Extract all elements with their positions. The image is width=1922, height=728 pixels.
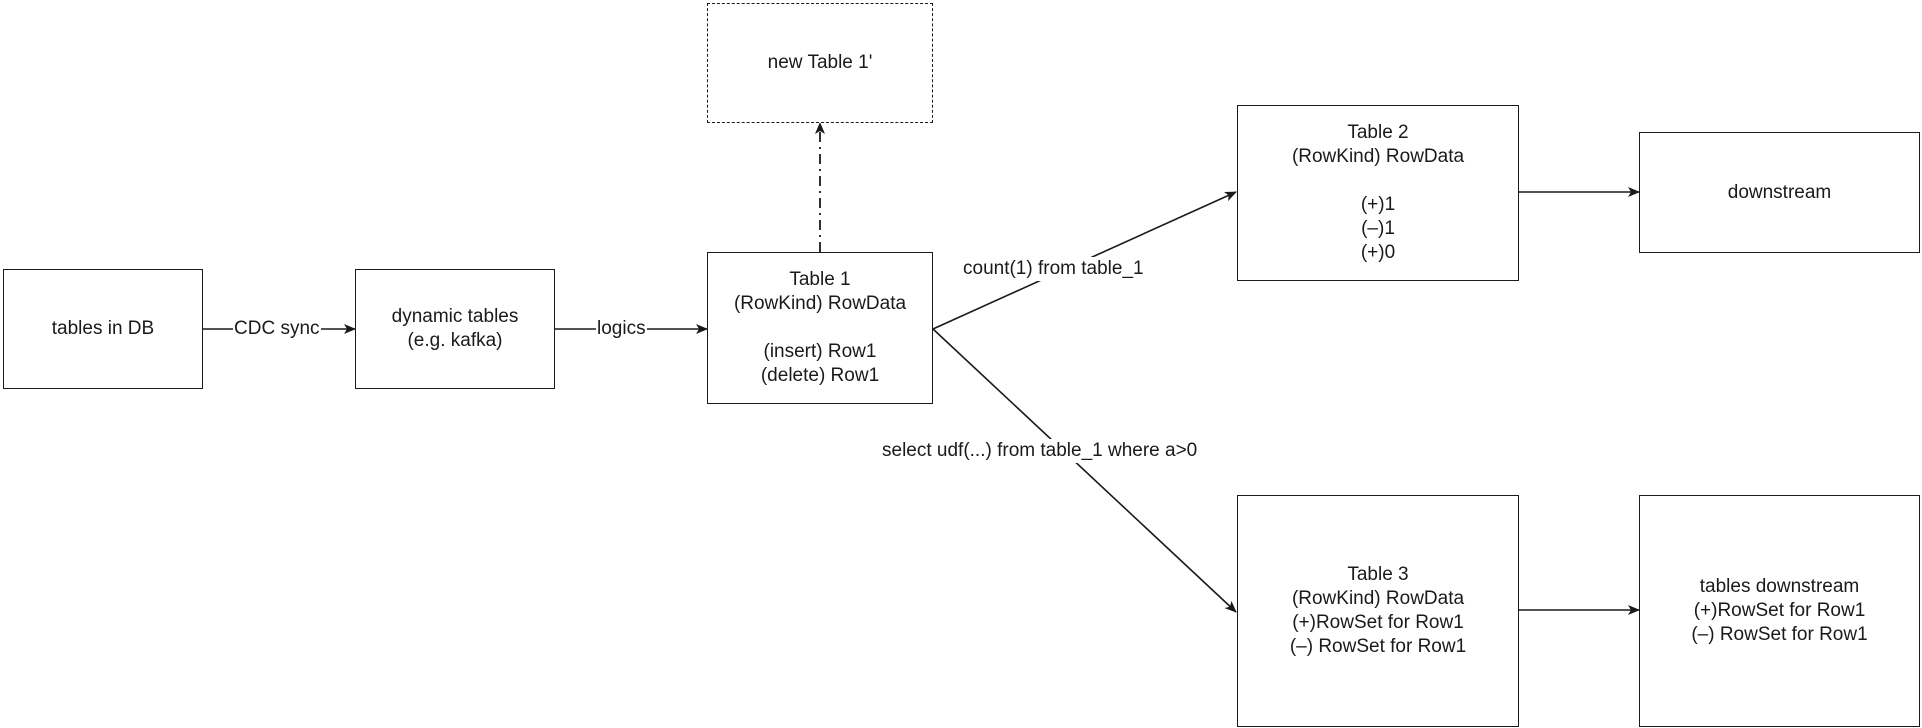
node-text-line: new Table 1'	[767, 52, 873, 73]
node-text-line: (–) RowSet for Row1	[1691, 624, 1868, 645]
edge-label-logics: logics	[596, 317, 647, 341]
node-text-line: (delete) Row1	[760, 365, 880, 386]
node-table-2: Table 2 (RowKind) RowData (+)1 (–)1 (+)0	[1237, 105, 1519, 281]
node-table-1: Table 1 (RowKind) RowData (insert) Row1 (de…	[707, 252, 933, 404]
node-text-line: (+)0	[1360, 242, 1396, 263]
edge-label-cdc-sync: CDC sync	[233, 317, 321, 341]
node-tables-in-db: tables in DB	[3, 269, 203, 389]
edge-label-select-udf: select udf(...) from table_1 where a>0	[881, 439, 1199, 463]
node-text-line: Table 1	[789, 269, 851, 290]
node-dynamic-tables: dynamic tables (e.g. kafka)	[355, 269, 555, 389]
node-new-table-1: new Table 1'	[707, 3, 933, 123]
node-text-line: (e.g. kafka)	[407, 330, 503, 351]
node-text-line: downstream	[1727, 181, 1832, 203]
node-text-line: dynamic tables	[391, 306, 519, 327]
node-downstream: downstream	[1639, 132, 1920, 253]
edge-label-count: count(1) from table_1	[962, 257, 1145, 281]
node-text-line: (–) RowSet for Row1	[1289, 636, 1467, 657]
node-text-line: tables in DB	[51, 318, 155, 339]
node-text-line: Table 2	[1347, 122, 1409, 143]
node-table-3: Table 3 (RowKind) RowData (+)RowSet for Ro…	[1237, 495, 1519, 727]
node-text-line: tables downstream	[1699, 576, 1860, 597]
node-text-line: (+)1	[1360, 194, 1396, 215]
node-text-line: (+)RowSet for Row1	[1292, 612, 1464, 633]
edge-select-udf	[932, 328, 1237, 613]
node-text-line: (–)1	[1361, 218, 1395, 239]
node-tables-downstream: tables downstream (+)RowSet for Row1 (–) R…	[1639, 495, 1920, 727]
node-text-line: (RowKind) RowData	[1291, 588, 1465, 609]
node-text-line: (+)RowSet for Row1	[1693, 600, 1866, 621]
node-text-line: (insert) Row1	[763, 341, 877, 362]
node-text-line: (RowKind) RowData	[733, 293, 907, 314]
node-text-line: Table 3	[1347, 564, 1409, 585]
node-text-line: (RowKind) RowData	[1291, 146, 1465, 167]
